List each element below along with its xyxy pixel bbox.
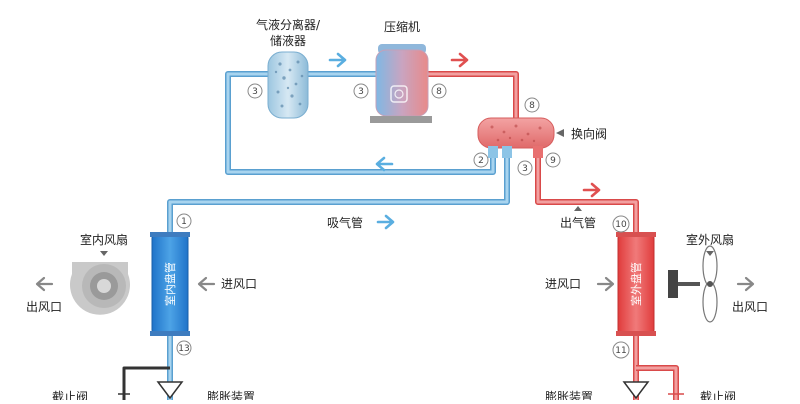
label-indoor-coil: 室内盘管: [163, 262, 177, 306]
svg-text:1: 1: [181, 217, 187, 227]
label-air-in-left: 进风口: [221, 277, 257, 291]
svg-text:2: 2: [478, 156, 484, 166]
arrow-right-red-discharge-icon: [582, 182, 601, 198]
labels: 气液分离器/ 储液器 压缩机 换向阀 吸气管 出气管 室内风扇 室外风扇 进风口…: [26, 17, 768, 404]
point-valve-mid: 3: [517, 160, 533, 176]
point-comp-out: 8: [431, 83, 447, 99]
point-sep-in: 3: [247, 83, 263, 99]
bottom-valve-symbols: [118, 381, 684, 400]
svg-text:3: 3: [522, 164, 528, 174]
label-shutoff-right: 截止阀: [700, 390, 736, 400]
label-air-in-right: 进风口: [545, 277, 581, 291]
arrow-right-blue-icon: [328, 52, 347, 68]
svg-text:8: 8: [529, 101, 535, 111]
label-air-out-right: 出风口: [732, 300, 768, 314]
point-indoor-bottom: 13: [176, 340, 192, 356]
arrow-air-in-left-icon: [197, 276, 216, 292]
label-suction-pipe: 吸气管: [327, 215, 363, 230]
label-expansion-left: 膨胀装置: [207, 390, 255, 400]
svg-text:3: 3: [252, 87, 258, 97]
svg-text:13: 13: [178, 344, 189, 354]
caret-indoor-fan-icon: [100, 251, 108, 256]
outdoor-coil: [616, 232, 656, 336]
svg-text:9: 9: [550, 156, 556, 166]
point-comp-in: 3: [353, 83, 369, 99]
label-expansion-right: 膨胀装置: [545, 390, 593, 400]
label-separator-2: 储液器: [270, 33, 306, 48]
label-indoor-fan: 室内风扇: [80, 232, 128, 247]
point-valve-left: 2: [473, 152, 489, 168]
point-outdoor-bottom: 11: [612, 341, 630, 359]
arrow-air-out-right-icon: [736, 276, 755, 292]
point-indoor-top: 1: [176, 213, 192, 229]
label-discharge-pipe: 出气管: [560, 215, 596, 230]
label-outdoor-coil: 室外盘管: [629, 262, 643, 306]
arrow-air-out-left-icon: [35, 276, 54, 292]
label-outdoor-fan: 室外风扇: [686, 232, 734, 247]
label-shutoff-left: 截止阀: [52, 390, 88, 400]
caret-discharge-icon: [574, 206, 582, 211]
point-markers: 3 3 8 8 2 3 9 1 13 10 11: [176, 83, 630, 359]
indoor-fan-icon: [69, 262, 130, 315]
arrow-right-blue-suction-icon: [376, 214, 395, 230]
point-valve-right: 9: [545, 152, 561, 168]
compressor: [370, 44, 432, 123]
label-air-out-left: 出风口: [26, 300, 62, 314]
point-valve-top: 8: [524, 97, 540, 113]
point-outdoor-top: 10: [612, 215, 630, 233]
pipe-indoor-branch: [122, 366, 170, 400]
outdoor-fan-icon: [668, 245, 718, 323]
flow-arrows: [35, 52, 755, 292]
caret-outdoor-fan-icon: [706, 251, 714, 256]
label-separator-1: 气液分离器/: [256, 17, 321, 32]
label-reversing-valve: 换向阀: [571, 126, 607, 141]
label-compressor: 压缩机: [384, 19, 420, 34]
svg-text:8: 8: [436, 87, 442, 97]
expansion-device-right-icon: [622, 381, 650, 400]
svg-text:3: 3: [358, 87, 364, 97]
expansion-device-left-icon: [156, 381, 184, 400]
arrow-right-red-icon: [450, 52, 469, 68]
gas-liquid-separator: [267, 51, 309, 119]
svg-text:10: 10: [615, 220, 627, 230]
arrow-left-blue-icon: [375, 156, 394, 172]
reversing-valve: [477, 117, 555, 158]
caret-valve-icon: [556, 129, 564, 137]
svg-text:11: 11: [615, 346, 626, 356]
indoor-coil: [150, 232, 190, 336]
arrow-air-in-right-icon: [596, 276, 615, 292]
